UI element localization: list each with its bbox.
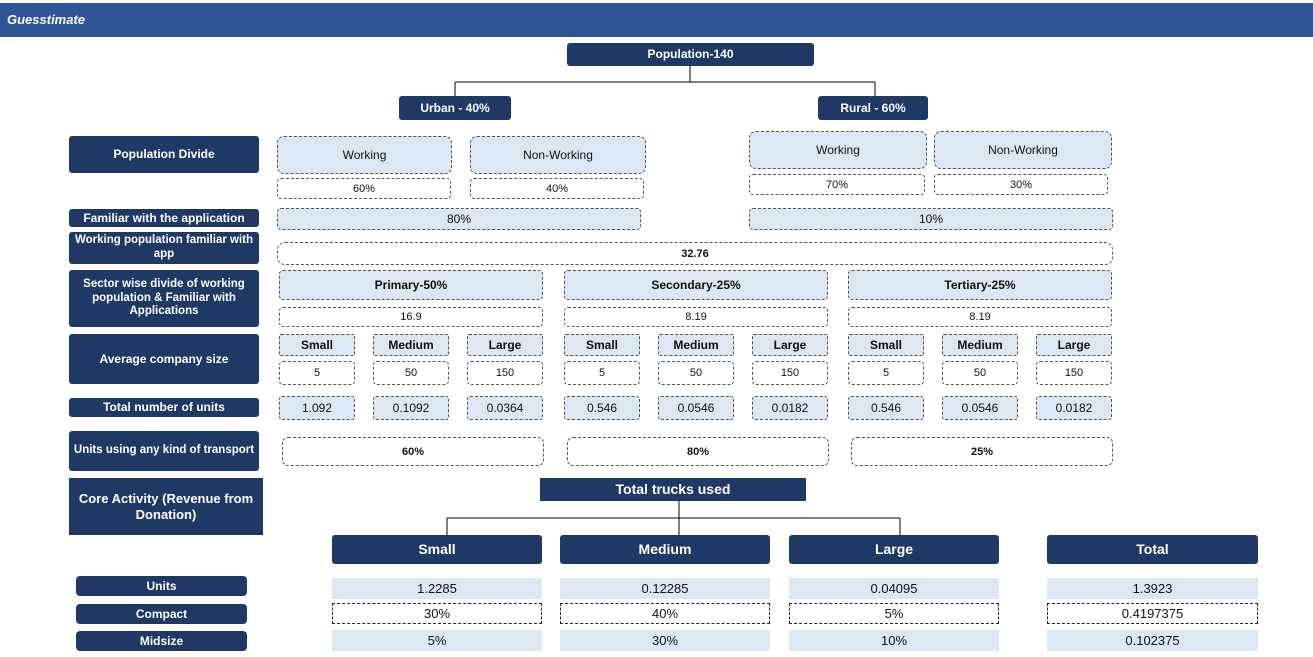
trucks-row-label-compact: Compact — [76, 604, 247, 624]
rural-familiar-pct: 10% — [749, 208, 1113, 230]
primary-units-medium: 0.1092 — [373, 396, 449, 420]
label-core-activity: Core Activity (Revenue from Donation) — [69, 478, 263, 535]
trucks-cell-units-medium: 0.12285 — [560, 578, 770, 599]
trucks-cell-units-total: 1.3923 — [1047, 578, 1258, 599]
primary-units-large: 0.0364 — [467, 396, 543, 420]
primary-sector-box: Primary-50% — [279, 270, 543, 300]
secondary-sector-value: 8.19 — [564, 307, 828, 327]
primary-avg-large: 150 — [467, 361, 543, 385]
label-avg-company-size: Average company size — [69, 334, 259, 384]
secondary-units-medium: 0.0546 — [658, 396, 734, 420]
label-familiar: Familiar with the application — [69, 209, 259, 227]
urban-familiar-pct: 80% — [277, 208, 641, 230]
trucks-cell-midsize-medium: 30% — [560, 630, 770, 651]
header-bar: Guesstimate — [0, 3, 1313, 37]
label-units-transport: Units using any kind of transport — [69, 431, 259, 471]
tertiary-transport-value: 25% — [851, 437, 1113, 466]
secondary-avg-large: 150 — [752, 361, 828, 385]
trucks-cell-midsize-small: 5% — [332, 630, 542, 651]
trucks-cell-compact-total: 0.4197375 — [1047, 603, 1258, 624]
secondary-sector-box: Secondary-25% — [564, 270, 828, 300]
secondary-transport-value: 80% — [567, 437, 829, 466]
urban-nonworking-pct: 40% — [470, 178, 644, 199]
rural-nonworking-pct: 30% — [934, 174, 1108, 195]
urban-working-pct: 60% — [277, 178, 451, 199]
secondary-units-small: 0.546 — [564, 396, 640, 420]
urban-working-box: Working — [277, 136, 452, 174]
secondary-avg-small: 5 — [564, 361, 640, 385]
secondary-size-small: Small — [564, 334, 640, 356]
primary-size-small: Small — [279, 334, 355, 356]
trucks-cell-compact-medium: 40% — [560, 603, 770, 624]
primary-transport-value: 60% — [282, 437, 544, 466]
urban-box: Urban - 40% — [399, 96, 511, 120]
tertiary-units-medium: 0.0546 — [942, 396, 1018, 420]
trucks-row-label-units: Units — [76, 576, 247, 596]
rural-box: Rural - 60% — [818, 96, 928, 120]
trucks-row-label-midsize: Midsize — [76, 631, 247, 651]
tertiary-size-medium: Medium — [942, 334, 1018, 356]
working-familiar-value: 32.76 — [277, 242, 1113, 265]
tertiary-units-small: 0.546 — [848, 396, 924, 420]
tertiary-avg-medium: 50 — [942, 361, 1018, 385]
tertiary-avg-small: 5 — [848, 361, 924, 385]
rural-nonworking-box: Non-Working — [934, 131, 1112, 169]
primary-sector-value: 16.9 — [279, 307, 543, 327]
tertiary-avg-large: 150 — [1036, 361, 1112, 385]
trucks-col-small: Small — [332, 535, 542, 564]
trucks-col-total: Total — [1047, 535, 1258, 564]
trucks-cell-units-large: 0.04095 — [789, 578, 999, 599]
population-box: Population-140 — [567, 43, 814, 66]
label-total-units: Total number of units — [69, 398, 259, 417]
trucks-cell-units-small: 1.2285 — [332, 578, 542, 599]
tertiary-size-small: Small — [848, 334, 924, 356]
primary-size-medium: Medium — [373, 334, 449, 356]
secondary-avg-medium: 50 — [658, 361, 734, 385]
rural-working-pct: 70% — [749, 174, 925, 195]
trucks-col-large: Large — [789, 535, 999, 564]
label-sector-divide: Sector wise divide of working population… — [69, 270, 259, 327]
trucks-col-medium: Medium — [560, 535, 770, 564]
primary-size-large: Large — [467, 334, 543, 356]
tertiary-sector-value: 8.19 — [848, 307, 1112, 327]
label-population-divide: Population Divide — [69, 136, 259, 173]
primary-avg-small: 5 — [279, 361, 355, 385]
trucks-title: Total trucks used — [540, 478, 806, 501]
secondary-units-large: 0.0182 — [752, 396, 828, 420]
trucks-cell-compact-small: 30% — [332, 603, 542, 624]
tertiary-sector-box: Tertiary-25% — [848, 270, 1112, 300]
tertiary-size-large: Large — [1036, 334, 1112, 356]
trucks-cell-compact-large: 5% — [789, 603, 999, 624]
secondary-size-large: Large — [752, 334, 828, 356]
primary-avg-medium: 50 — [373, 361, 449, 385]
secondary-size-medium: Medium — [658, 334, 734, 356]
primary-units-small: 1.092 — [279, 396, 355, 420]
label-working-familiar: Working population familiar with app — [69, 232, 259, 264]
tertiary-units-large: 0.0182 — [1036, 396, 1112, 420]
trucks-cell-midsize-total: 0.102375 — [1047, 630, 1258, 651]
urban-nonworking-box: Non-Working — [470, 136, 646, 174]
trucks-cell-midsize-large: 10% — [789, 630, 999, 651]
rural-working-box: Working — [749, 131, 927, 169]
